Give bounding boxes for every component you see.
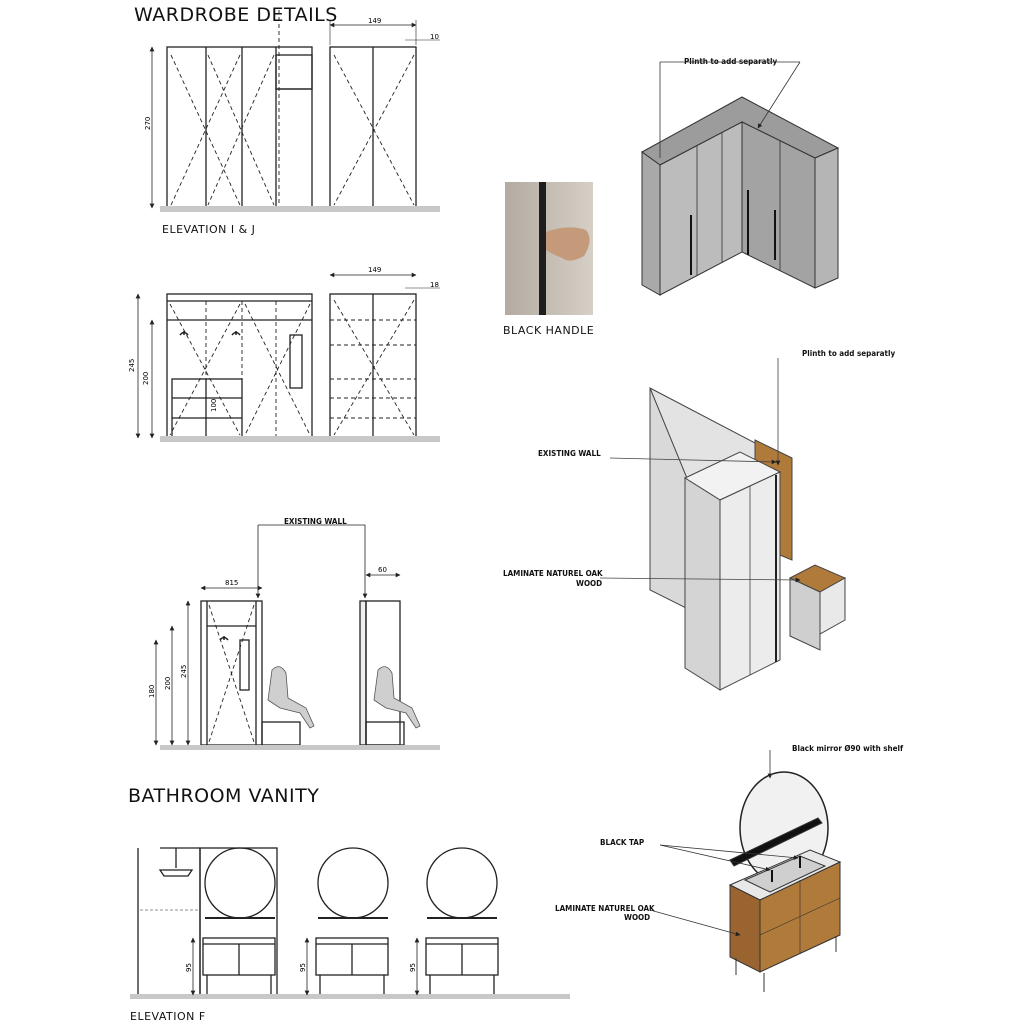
- dim-815: 815: [225, 579, 238, 587]
- caption-elevation-f: ELEVATION F: [130, 1010, 206, 1023]
- callout-black-tap: BLACK TAP: [600, 838, 645, 847]
- dim-10: 10: [430, 33, 439, 41]
- iso-wardrobe-bench: [599, 358, 847, 691]
- dim-95-c: 95: [409, 963, 417, 972]
- black-handle-photo: [505, 182, 593, 315]
- wardrobe-section-title: WARDROBE DETAILS: [134, 4, 338, 26]
- dim-149-b: 149: [368, 266, 381, 274]
- dim-100-a: 100: [210, 399, 218, 412]
- dim-270: 270: [144, 117, 152, 130]
- dim-149-a: 149: [368, 17, 381, 25]
- callout-plinth-2: Plinth to add separatly: [802, 349, 896, 358]
- callout-existing-wall-iso: EXISTING WALL: [538, 449, 601, 458]
- dim-245-a: 245: [128, 359, 136, 372]
- callout-laminate-iso-wood: WOOD: [576, 579, 603, 588]
- wardrobe-section-with-bench: [153, 524, 440, 750]
- caption-elevation-ij: ELEVATION I & J: [162, 223, 256, 236]
- iso-l-wardrobe: [641, 61, 840, 296]
- dim-200-b: 200: [164, 677, 172, 690]
- iso-vanity: [649, 750, 842, 992]
- callout-mirror: Black mirror Ø90 with shelf: [792, 744, 904, 753]
- callout-existing-wall-section: EXISTING WALL: [284, 517, 347, 526]
- callout-laminate-vanity-wood: WOOD: [624, 913, 651, 922]
- dim-180: 180: [148, 685, 156, 698]
- dim-95-a: 95: [185, 963, 193, 972]
- dim-18: 18: [430, 281, 439, 289]
- dim-60: 60: [378, 566, 387, 574]
- callout-laminate-vanity: LAMINATE NATUREL OAK: [555, 904, 655, 913]
- bathroom-elevation-f: [130, 847, 570, 999]
- callout-plinth-1: Plinth to add separatly: [684, 57, 778, 66]
- dim-95-b: 95: [299, 963, 307, 972]
- caption-black-handle: BLACK HANDLE: [503, 324, 595, 337]
- elevation-ij-drawing: [149, 10, 440, 212]
- callout-laminate-iso: LAMINATE NATUREL OAK: [503, 569, 603, 578]
- dim-200-a: 200: [142, 372, 150, 385]
- vanity-section-title: BATHROOM VANITY: [128, 785, 320, 807]
- wardrobe-interior-elevation: [135, 272, 440, 442]
- dim-245-b: 245: [180, 665, 188, 678]
